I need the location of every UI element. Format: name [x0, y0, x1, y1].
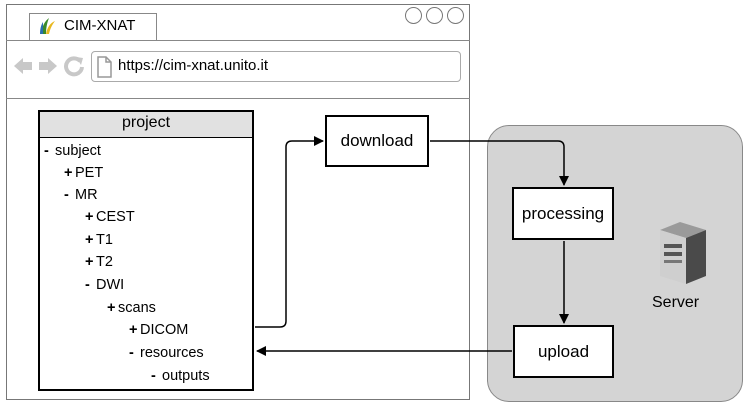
project-tree [38, 110, 254, 391]
tree-node-dicom[interactable]: +DICOM [129, 322, 189, 338]
tree-node-subject[interactable]: -subject [44, 143, 101, 159]
processing-box: processing [512, 187, 614, 240]
address-bar[interactable] [91, 51, 461, 82]
back-arrow-icon[interactable] [12, 55, 34, 77]
tab-title: CIM-XNAT [64, 17, 136, 34]
forward-arrow-icon[interactable] [37, 55, 59, 77]
project-tree-title: project [121, 114, 171, 131]
tree-node-resources[interactable]: -resources [129, 345, 204, 361]
tree-node-scans[interactable]: +scans [107, 300, 156, 316]
window-control-icon[interactable] [426, 7, 443, 24]
server-icon [660, 222, 706, 284]
page-icon [97, 56, 112, 78]
arrow-download-to-processing [430, 140, 569, 186]
project-tree-header [40, 112, 252, 138]
download-box: download [325, 115, 429, 167]
tree-node-pet[interactable]: +PET [64, 165, 104, 181]
tree-node-cest[interactable]: +CEST [85, 209, 135, 225]
toolbar-divider [6, 98, 470, 99]
xnat-logo-icon [40, 18, 55, 34]
tree-node-mr[interactable]: -MR [64, 187, 98, 203]
tabbar-divider [6, 40, 470, 41]
tree-node-dwi[interactable]: -DWI [85, 277, 125, 293]
tree-node-t1[interactable]: +T1 [85, 232, 113, 248]
arrow-dicom-to-download [255, 136, 324, 328]
window-control-icon[interactable] [447, 7, 464, 24]
upload-box: upload [513, 325, 614, 378]
reload-icon[interactable] [63, 55, 85, 77]
url-text: https://cim-xnat.unito.it [118, 57, 269, 74]
server-label: Server [652, 294, 700, 311]
window-control-icon[interactable] [405, 7, 422, 24]
tree-node-outputs[interactable]: -outputs [151, 368, 210, 384]
tree-node-t2[interactable]: +T2 [85, 254, 113, 270]
